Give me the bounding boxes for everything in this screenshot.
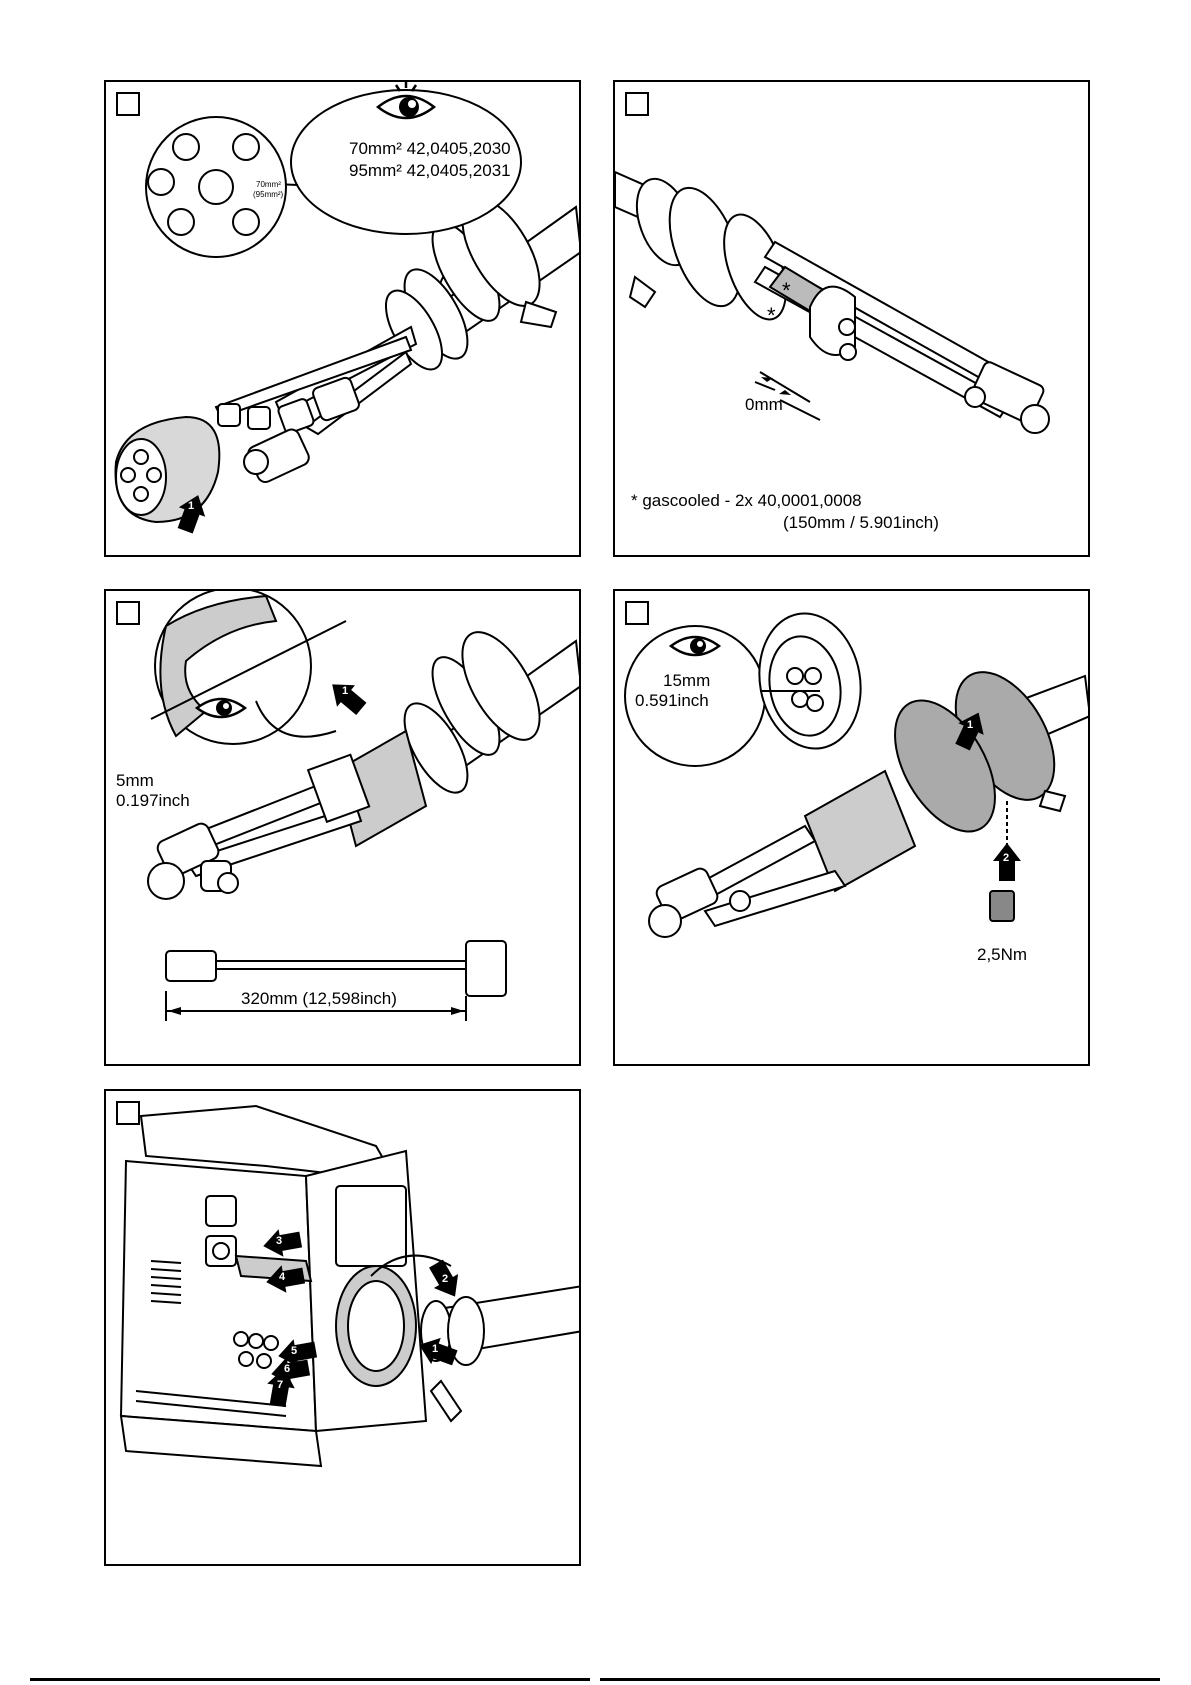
panel-5-illustration: [106, 1091, 581, 1566]
asterisk-mark: *: [767, 306, 776, 326]
step-arrow-number: 2: [442, 1275, 448, 1284]
panel-step-1: 70mm² 42,0405,2030 95mm² 42,0405,2031 70…: [104, 80, 581, 557]
gascooled-note-line-1: * gascooled - 2x 40,0001,0008: [631, 491, 862, 511]
insert-label-1: 70mm²: [256, 180, 281, 189]
torque-label: 2,5Nm: [977, 945, 1027, 965]
step-arrow-number: 1: [967, 721, 973, 730]
dimension-0197inch: 0.197inch: [116, 791, 190, 811]
step-arrow-number: 7: [277, 1381, 283, 1390]
panel-step-5: 1 2 3 4 5 6 7: [104, 1089, 581, 1566]
step-arrow-number: 2: [1003, 854, 1009, 863]
footer-rule-right: [600, 1678, 1160, 1681]
footer-rule-left: [30, 1678, 590, 1681]
callout-line-1: 70mm² 42,0405,2030: [349, 139, 511, 159]
panel-step-4: 15mm 0.591inch 1 2 2,5Nm: [613, 589, 1090, 1066]
insert-label-2: (95mm²): [253, 190, 283, 199]
panel-step-2: * * 0mm * gascooled - 2x 40,0001,0008 (1…: [613, 80, 1090, 557]
panel-4-illustration: [615, 591, 1090, 1066]
panel-step-3: 5mm 0.197inch 1 320mm (12,598inch): [104, 589, 581, 1066]
dimension-0591inch: 0.591inch: [635, 691, 709, 711]
eye-icon: [378, 82, 434, 118]
gap-dimension-label: 0mm: [745, 395, 783, 415]
asterisk-mark: *: [782, 281, 791, 301]
step-arrow-number: 1: [188, 502, 194, 511]
cable-length-label: 320mm (12,598inch): [241, 989, 397, 1009]
callout-line-2: 95mm² 42,0405,2031: [349, 161, 511, 181]
gascooled-note-line-2: (150mm / 5.901inch): [783, 513, 939, 533]
step-arrow-number: 4: [279, 1273, 285, 1282]
step-arrow-number: 1: [342, 687, 348, 696]
dimension-15mm: 15mm: [663, 671, 710, 691]
step-arrow-number: 5: [291, 1347, 297, 1356]
step-arrow-number: 3: [276, 1237, 282, 1246]
panel-2-illustration: [615, 82, 1090, 557]
step-arrow-number: 6: [284, 1365, 290, 1374]
dimension-5mm: 5mm: [116, 771, 154, 791]
step-arrow-number: 1: [432, 1345, 438, 1354]
